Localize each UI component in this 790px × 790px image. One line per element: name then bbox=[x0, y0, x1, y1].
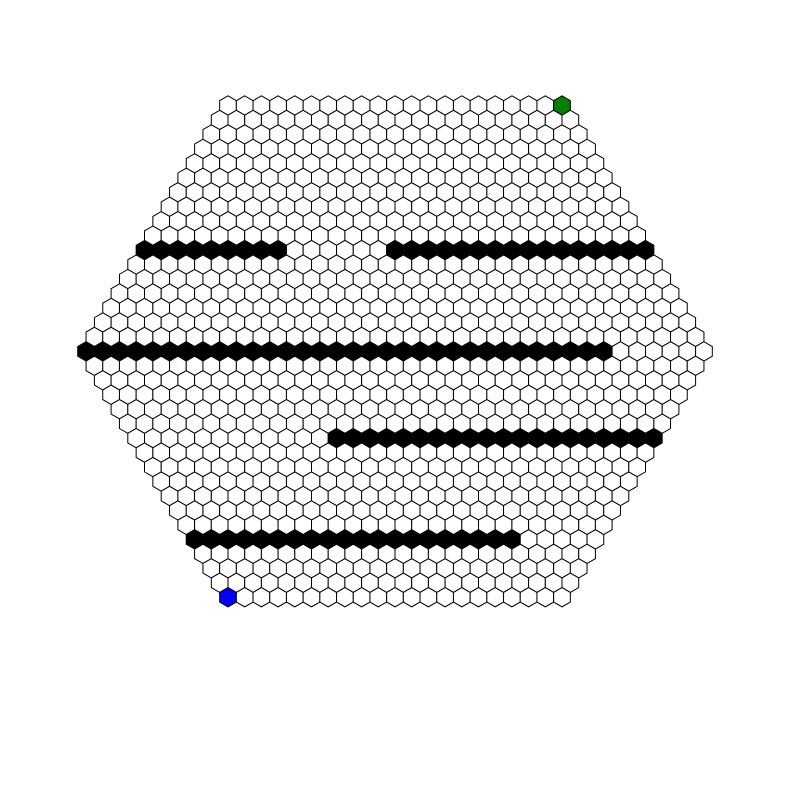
hex-cell[interactable] bbox=[536, 587, 555, 608]
hex-cell[interactable] bbox=[369, 587, 388, 608]
hex-cell[interactable] bbox=[436, 587, 454, 608]
hex-cell[interactable] bbox=[386, 587, 404, 608]
hex-cell[interactable] bbox=[235, 587, 254, 608]
hex-cell[interactable] bbox=[402, 587, 421, 608]
hex-cell[interactable] bbox=[452, 587, 471, 608]
hex-cell[interactable] bbox=[352, 587, 371, 608]
hex-cell[interactable] bbox=[252, 587, 271, 608]
hex-cell[interactable] bbox=[486, 587, 505, 608]
hex-cells bbox=[77, 95, 713, 608]
start-cell[interactable] bbox=[219, 587, 237, 608]
hex-cell[interactable] bbox=[302, 587, 321, 608]
hex-cell[interactable] bbox=[553, 587, 571, 608]
hex-cell[interactable] bbox=[519, 587, 538, 608]
hex-cell[interactable] bbox=[503, 587, 521, 608]
hex-cell[interactable] bbox=[285, 587, 304, 608]
hex-cell[interactable] bbox=[469, 587, 488, 608]
hex-cell[interactable] bbox=[336, 587, 354, 608]
hex-cell[interactable] bbox=[419, 587, 438, 608]
hex-cell[interactable] bbox=[319, 587, 338, 608]
hex-cell[interactable] bbox=[269, 587, 287, 608]
